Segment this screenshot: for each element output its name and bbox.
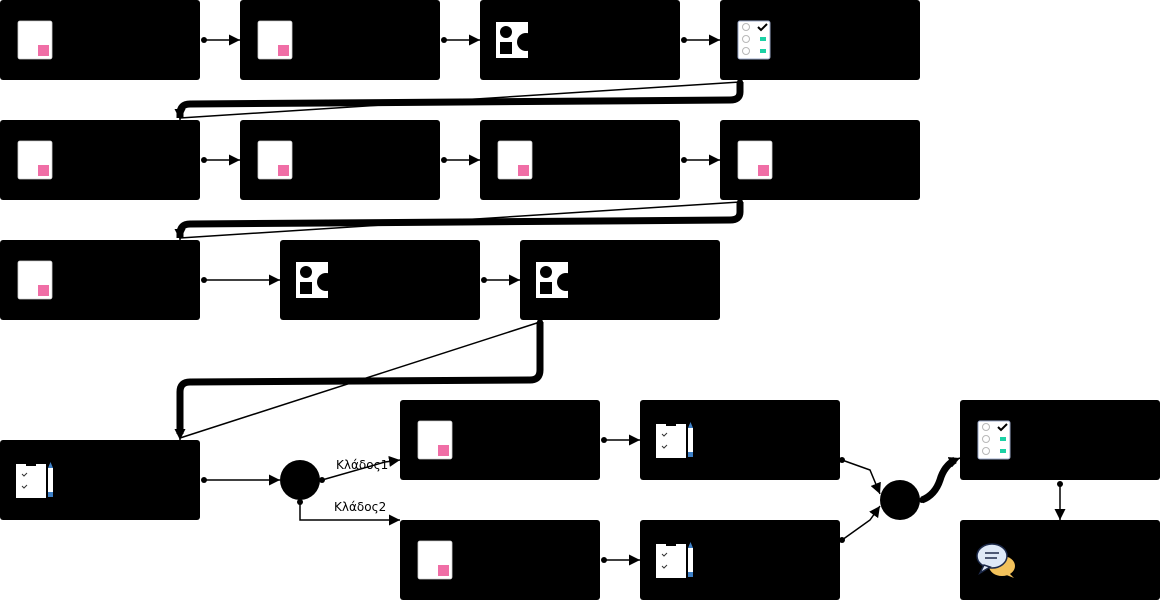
document-pink-icon <box>257 140 293 180</box>
merge-in-2 <box>841 505 881 541</box>
node-r3c3[interactable] <box>520 240 720 320</box>
shapes-icon <box>496 22 535 58</box>
branch-label-1: Κλάδος1 <box>336 458 389 472</box>
node-r3c2[interactable] <box>280 240 480 320</box>
document-pink-icon <box>417 540 453 580</box>
wrap-edge-3 <box>176 322 544 434</box>
node-r2c2[interactable] <box>240 120 440 200</box>
checklist-icon <box>737 20 771 60</box>
node-r1c1[interactable] <box>0 0 200 80</box>
node-r3c1[interactable] <box>0 240 200 320</box>
node-r1c4[interactable] <box>720 0 920 80</box>
gateway-icon <box>280 460 320 500</box>
gateway-icon <box>880 480 920 520</box>
document-pink-icon <box>17 20 53 60</box>
branch-label-2: Κλάδος2 <box>334 500 387 514</box>
node-b1a[interactable] <box>400 400 600 480</box>
merge-out-edge <box>920 456 957 504</box>
node-final1[interactable] <box>960 400 1160 480</box>
chat-bubbles-icon <box>976 543 1015 578</box>
node-r2c4[interactable] <box>720 120 920 200</box>
document-pink-icon <box>17 260 53 300</box>
node-r4c1[interactable] <box>0 440 200 520</box>
clipboard-pencil-icon <box>16 461 53 498</box>
clipboard-pencil-icon <box>656 421 693 458</box>
edges <box>174 34 1066 566</box>
document-pink-icon <box>417 420 453 460</box>
shapes-icon <box>296 262 335 298</box>
branch-2-edge <box>299 502 400 526</box>
diag-2 <box>179 201 741 239</box>
node-b2a[interactable] <box>400 520 600 600</box>
diag-1 <box>179 81 741 119</box>
document-pink-icon <box>17 140 53 180</box>
document-pink-icon <box>737 140 773 180</box>
clipboard-pencil-icon <box>656 541 693 578</box>
node-final2[interactable] <box>960 520 1160 600</box>
node-r2c1[interactable] <box>0 120 200 200</box>
document-pink-icon <box>257 20 293 60</box>
branch-1-edge <box>321 456 401 481</box>
node-r1c3[interactable] <box>480 0 680 80</box>
node-r2c3[interactable] <box>480 120 680 200</box>
checklist-icon <box>977 420 1011 460</box>
node-b2b[interactable] <box>640 520 840 600</box>
node-split[interactable] <box>280 460 320 500</box>
node-r1c2[interactable] <box>240 0 440 80</box>
merge-in-1 <box>841 459 881 495</box>
diag-3 <box>179 321 541 439</box>
shapes-icon <box>536 262 575 298</box>
node-merge[interactable] <box>880 480 920 520</box>
merge-out-tip <box>947 457 961 468</box>
node-b1b[interactable] <box>640 400 840 480</box>
document-pink-icon <box>497 140 533 180</box>
